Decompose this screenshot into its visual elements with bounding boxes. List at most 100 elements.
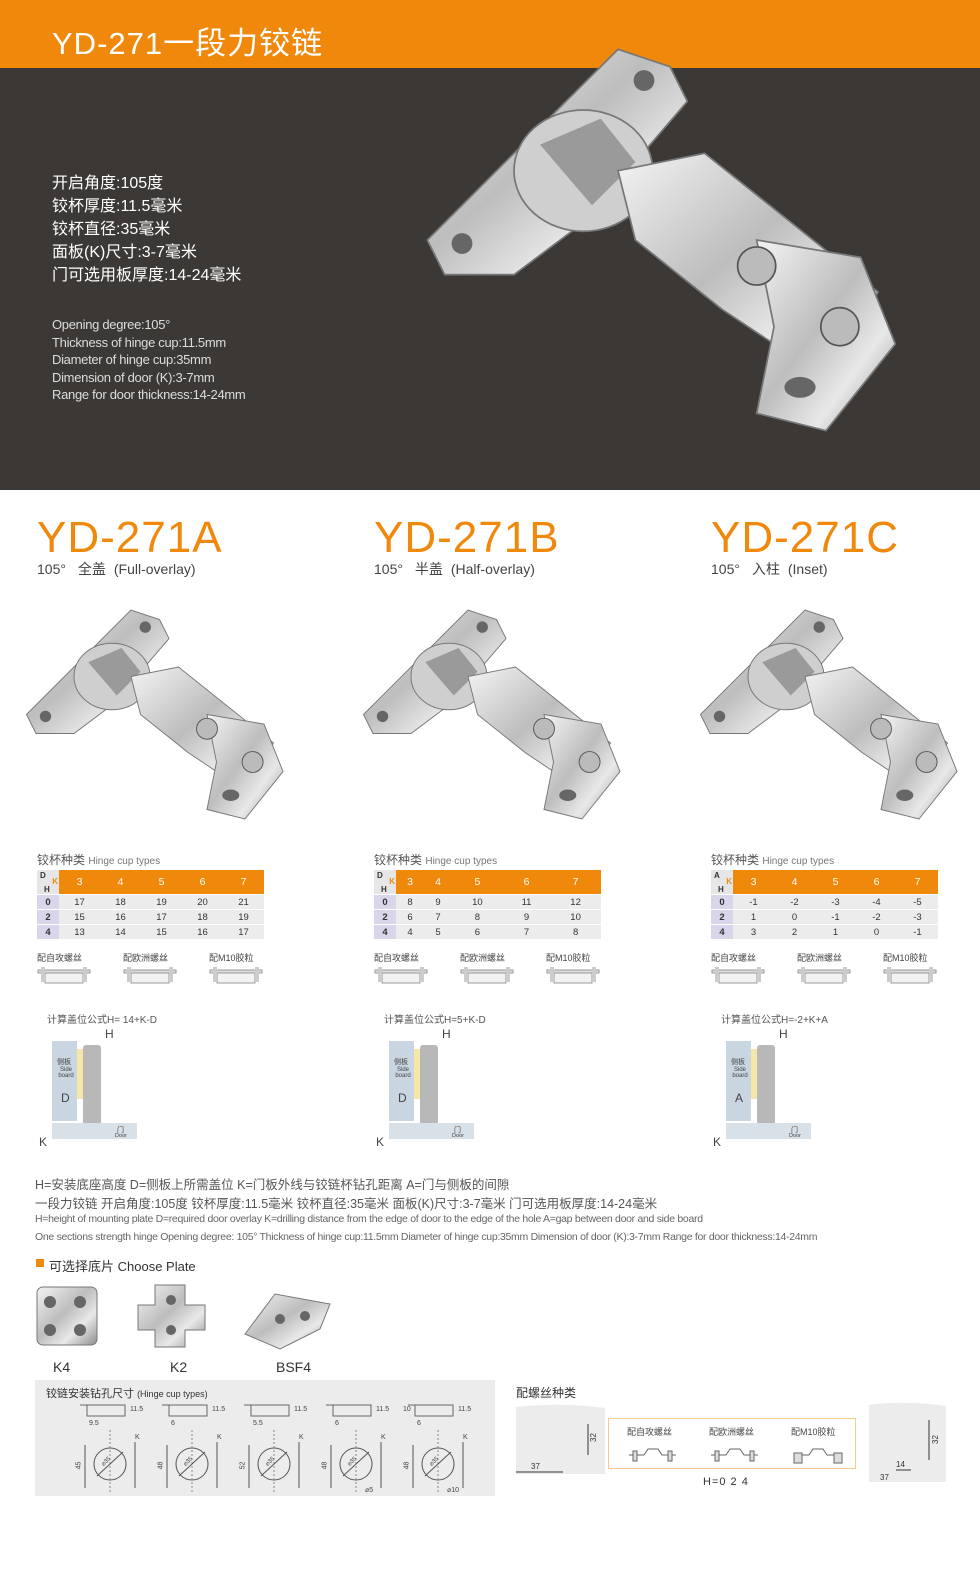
- table-cell: 9: [424, 895, 453, 909]
- table-cell: 13: [59, 925, 100, 939]
- k-header: 3: [733, 870, 774, 894]
- dim-label-h: H: [779, 1027, 788, 1041]
- corner-label: H: [381, 885, 387, 894]
- table-cell: 12: [550, 895, 601, 909]
- screw-icon: [460, 967, 514, 985]
- h-value: 0: [711, 895, 733, 909]
- k-header: 3: [59, 870, 100, 894]
- table-cell: 15: [59, 910, 100, 924]
- type-cn: 入柱: [751, 561, 780, 577]
- side-board-drawing-left: 32 37: [516, 1404, 605, 1474]
- table-cell: 4: [396, 925, 425, 939]
- corner-label: D: [40, 871, 46, 880]
- type-cn: 全盖: [77, 561, 106, 577]
- dim-32: 32: [931, 1435, 940, 1444]
- spec-line: Range for door thickness:14-24mm: [52, 387, 246, 402]
- table-cell: 6: [452, 925, 503, 939]
- overlay-formula: 计算盖位公式H= 14+K-D: [47, 1015, 158, 1026]
- corner-label: H: [44, 885, 50, 894]
- height-dim: 52: [239, 1461, 247, 1470]
- table-cell: 14: [100, 925, 141, 939]
- spec-line: 面板(K)尺寸:3-7毫米: [52, 244, 197, 261]
- offset-dim: 5.5: [253, 1420, 263, 1427]
- spec-line: 铰杯厚度:11.5毫米: [52, 198, 183, 215]
- spec-line: Diameter of hinge cup:35mm: [52, 352, 212, 367]
- k-header: 4: [100, 870, 141, 894]
- table-cell: 19: [223, 910, 264, 924]
- legend-cn-2: 一段力铰链 开启角度:105度 铰杯厚度:11.5毫米 铰杯直径:35毫米 面板…: [35, 1197, 658, 1211]
- screw-label: 配欧洲螺丝: [123, 953, 169, 963]
- table-cell: -1: [733, 895, 774, 909]
- model-name: YD-271C: [711, 513, 899, 562]
- screw-type-label: 配自攻螺丝: [627, 1427, 673, 1437]
- table-cell: 8: [452, 910, 503, 924]
- ten-dim: 10: [403, 1406, 411, 1413]
- h-value: 4: [37, 925, 59, 939]
- dim-label-d: D: [398, 1091, 407, 1105]
- model-name: YD-271B: [374, 513, 560, 562]
- bullet-square: [36, 1259, 44, 1267]
- door-label-cn: 门: [791, 1127, 798, 1134]
- table-cell: 19: [141, 895, 182, 909]
- table-cell: -3: [815, 895, 856, 909]
- hole-diameter: ⌀5: [365, 1487, 374, 1494]
- plate-k4-image: [36, 1286, 98, 1346]
- model-subtitle: 105° 半盖(Half-overlay): [374, 559, 535, 579]
- height-dim: 48: [403, 1461, 411, 1470]
- k-header: 6: [182, 870, 223, 894]
- table-cell: 6: [396, 910, 425, 924]
- height-dim: 48: [321, 1461, 329, 1470]
- table-cell: 10: [452, 895, 503, 909]
- dim-37: 37: [531, 1462, 540, 1471]
- k-header: 4: [424, 870, 453, 894]
- legend-en-1: H=height of mounting plate D=required do…: [35, 1213, 703, 1225]
- screw-label: 配自攻螺丝: [374, 953, 420, 963]
- drill-title-cn: 铰链安装钻孔尺寸: [46, 1388, 134, 1400]
- h-value: 4: [374, 925, 396, 939]
- table-cell: 1: [815, 925, 856, 939]
- dim-label-k: K: [39, 1135, 48, 1149]
- h-value: 4: [711, 925, 733, 939]
- choose-plate-title: 可选择底片 Choose Plate: [49, 1259, 196, 1274]
- board-label-cn: 侧板: [394, 1059, 408, 1066]
- table-cell: 8: [550, 925, 601, 939]
- k-header: 7: [550, 870, 601, 894]
- page-title: YD-271一段力铰链: [52, 26, 324, 61]
- cup-depth: 11.5: [458, 1406, 472, 1413]
- board-label-cn: 侧板: [731, 1059, 745, 1066]
- screw-icon: [209, 967, 263, 985]
- table-cell: -4: [856, 895, 897, 909]
- title-en: Hinge cup types: [762, 856, 835, 867]
- table-cell: 15: [141, 925, 182, 939]
- overlay-formula: 计算盖位公式H=-2+K+A: [721, 1015, 828, 1026]
- hinge-product-image: [700, 609, 958, 820]
- drill-title: 铰链安装钻孔尺寸 (Hinge cup types): [46, 1385, 208, 1401]
- table-cell: 7: [424, 910, 453, 924]
- dim-label-h: H: [105, 1027, 114, 1041]
- header-bar: [0, 0, 980, 68]
- screw-label: 配欧洲螺丝: [797, 953, 843, 963]
- h-value: 2: [711, 910, 733, 924]
- hero-hinge-image: [426, 48, 897, 432]
- height-dim: 48: [157, 1461, 165, 1470]
- height-dim: 45: [75, 1461, 83, 1470]
- table-cell: 16: [100, 910, 141, 924]
- table-cell: 16: [182, 925, 223, 939]
- screw-icon: [374, 967, 428, 985]
- table-cell: -2: [856, 910, 897, 924]
- corner-label: K: [52, 877, 58, 886]
- h-value: 0: [37, 895, 59, 909]
- table-cell: 18: [100, 895, 141, 909]
- screw-icon: [797, 967, 851, 985]
- k-dim: K: [135, 1434, 140, 1441]
